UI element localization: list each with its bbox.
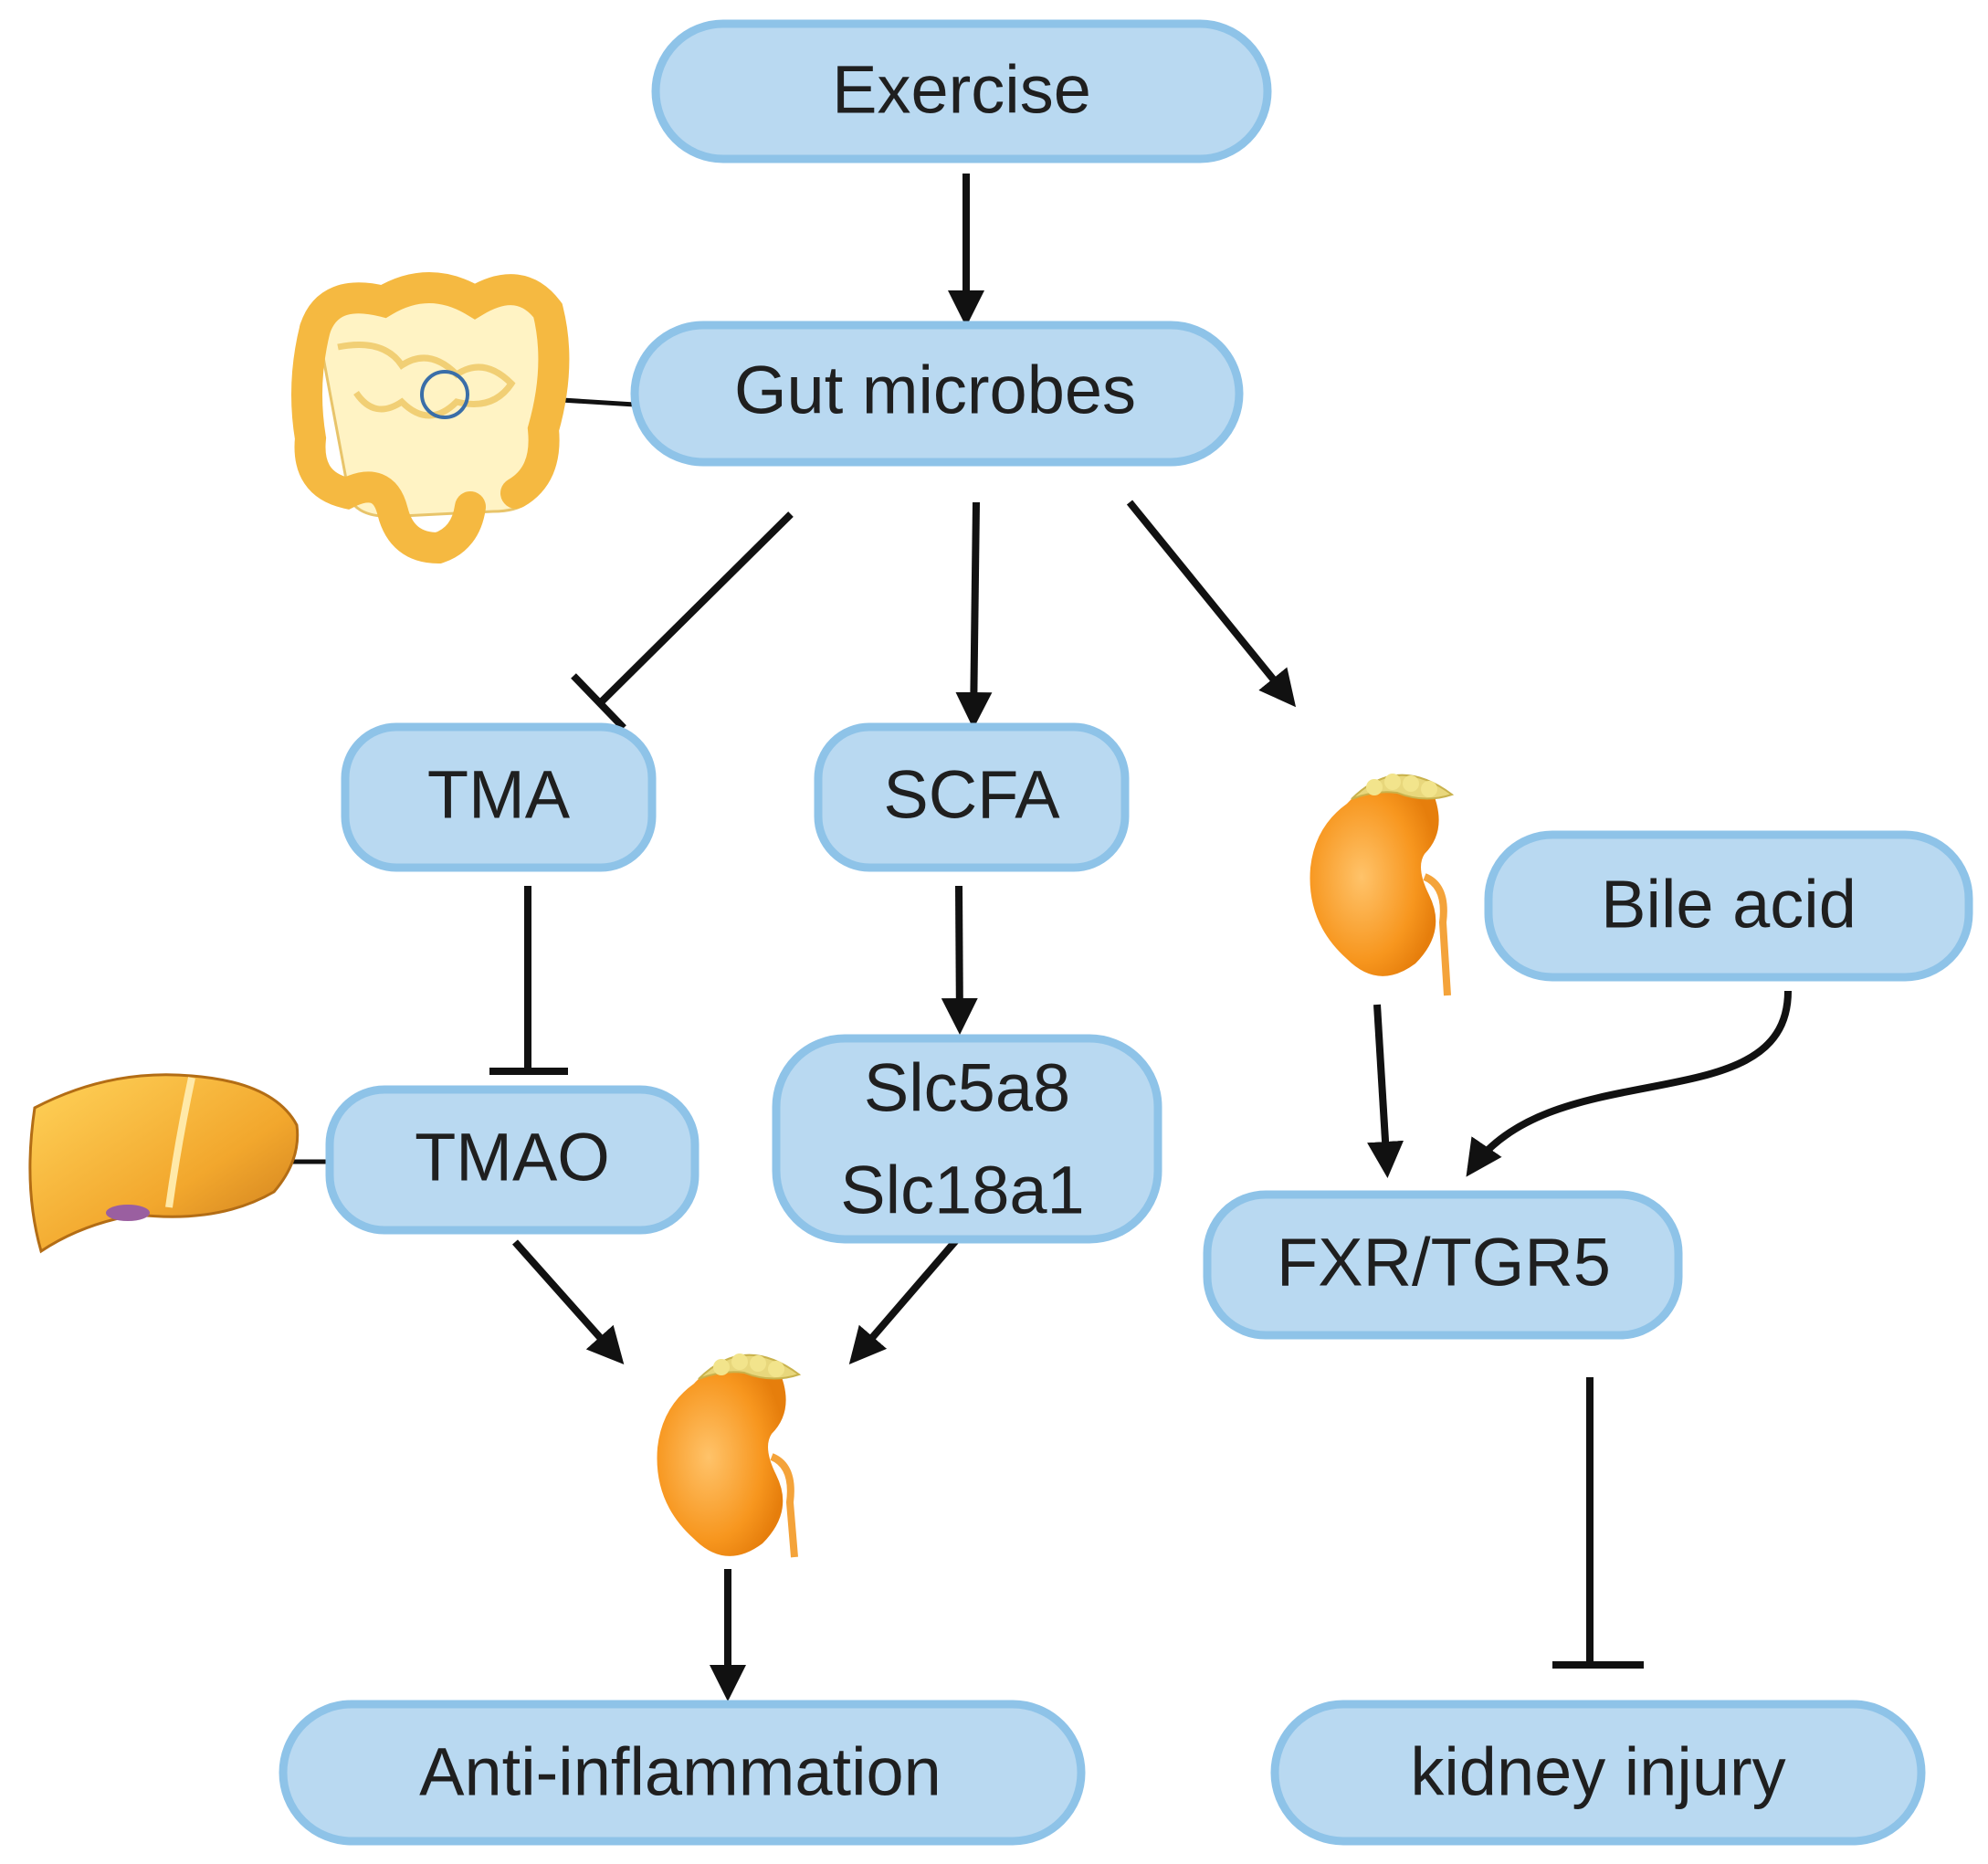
- intestine-icon: [291, 272, 570, 564]
- slc18a1-label: Slc18a1: [840, 1153, 1084, 1228]
- kidney-icon: [657, 1353, 802, 1558]
- arrow-gut-to-kidney: [1126, 500, 1297, 708]
- node-slc: Slc5a8 Slc18a1: [772, 1034, 1162, 1244]
- gut-microbes-label: Gut microbes: [734, 353, 1136, 428]
- edges: [216, 174, 1792, 1701]
- exercise-label: Exercise: [832, 52, 1091, 128]
- node-bile-acid: Bile acid: [1484, 830, 1973, 982]
- arrow-kidney-to-fxr: [1367, 1004, 1404, 1178]
- node-scfa: SCFA: [814, 722, 1130, 872]
- inhibit-gut-to-tma: [595, 511, 794, 708]
- arrow-gut-to-scfa: [955, 501, 993, 729]
- kidney-injury-label: kidney injury: [1410, 1734, 1785, 1810]
- inhibit-bar-tma: [571, 673, 626, 731]
- node-anti-inflammation: Anti-inflammation: [279, 1700, 1086, 1846]
- slc5a8-label: Slc5a8: [864, 1050, 1070, 1126]
- node-fxr-tgr5: FXR/TGR5: [1203, 1190, 1683, 1340]
- node-tmao: TMAO: [325, 1085, 699, 1235]
- tma-label: TMA: [427, 757, 571, 833]
- tmao-label: TMAO: [415, 1120, 610, 1195]
- fxr-tgr5-label: FXR/TGR5: [1277, 1225, 1611, 1301]
- node-kidney-injury: kidney injury: [1270, 1700, 1926, 1846]
- arrow-scfa-to-slc: [941, 885, 978, 1035]
- node-gut-microbes: Gut microbes: [630, 321, 1244, 467]
- scfa-label: SCFA: [883, 757, 1060, 833]
- bile-acid-label: Bile acid: [1601, 867, 1857, 943]
- kidney-icon: [1310, 774, 1455, 996]
- arrow-bile-acid-to-fxr: [1466, 990, 1792, 1177]
- arrow-tmao-to-kidney: [512, 1239, 625, 1364]
- anti-inflammation-label: Anti-inflammation: [419, 1734, 941, 1810]
- node-tma: TMA: [341, 722, 657, 872]
- arrow-slc-to-kidney: [848, 1237, 961, 1365]
- liver-icon: [28, 1073, 300, 1254]
- node-exercise: Exercise: [651, 19, 1272, 163]
